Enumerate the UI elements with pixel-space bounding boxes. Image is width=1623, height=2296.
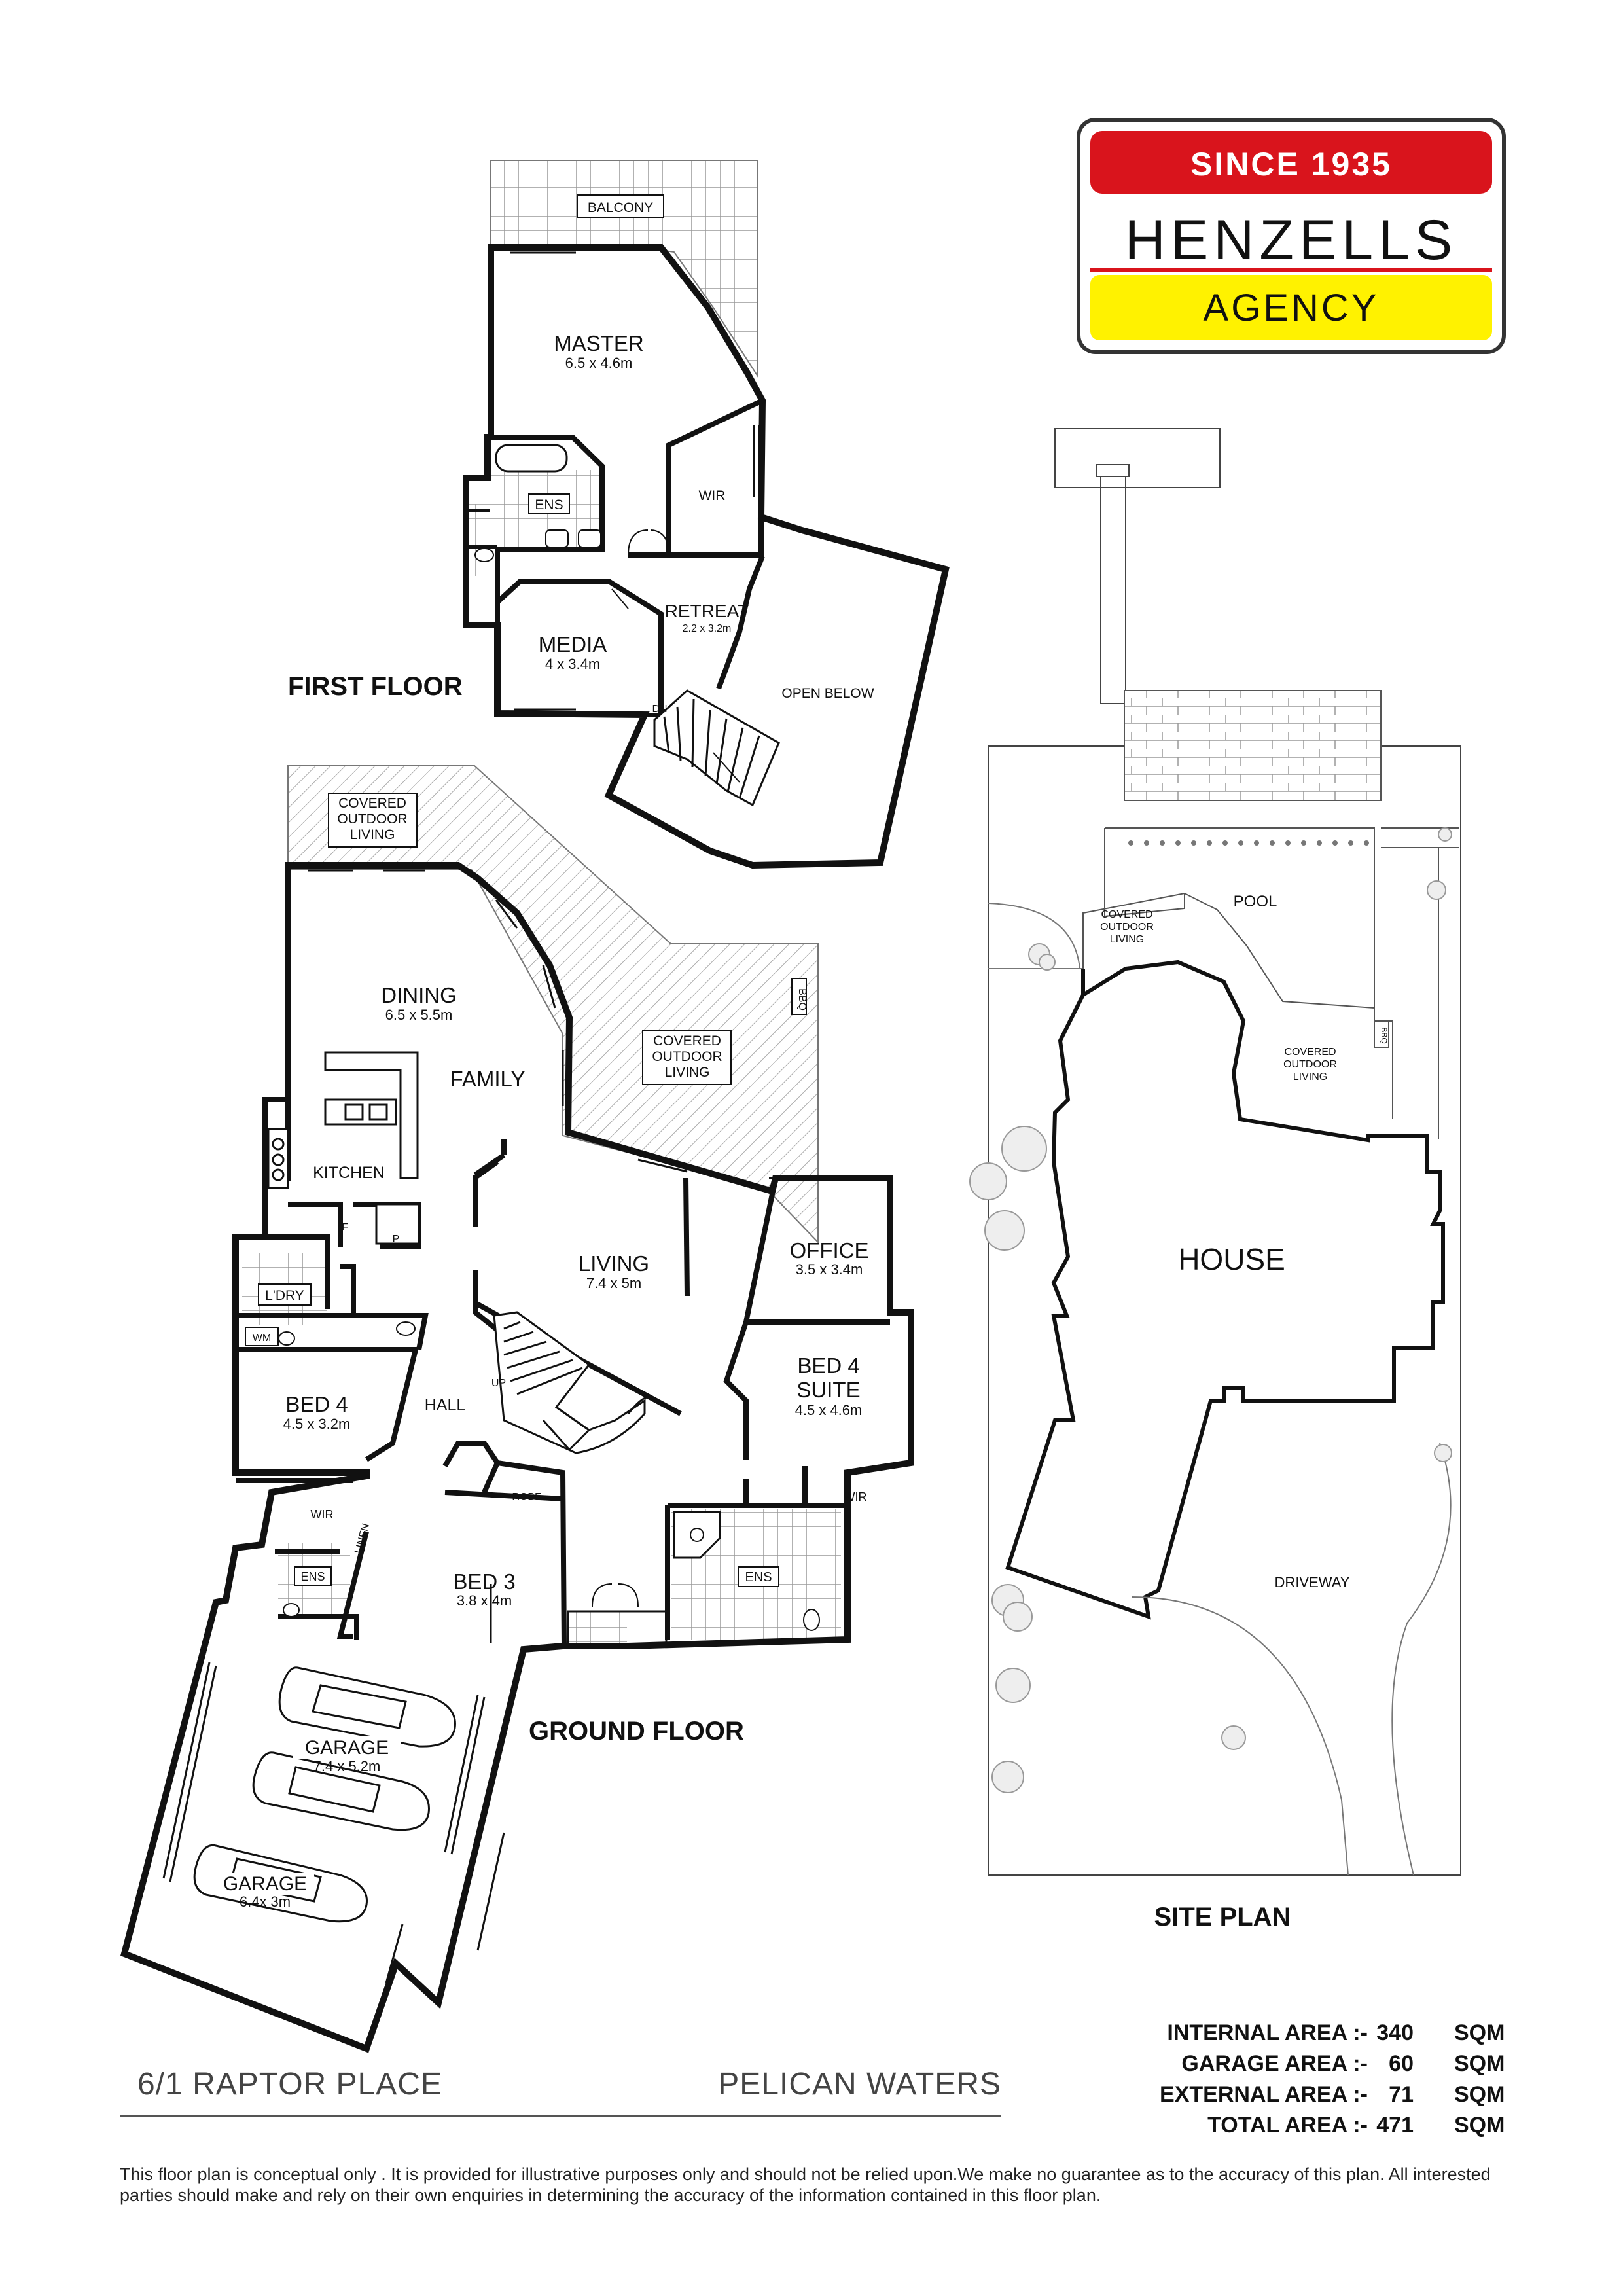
retreat-label: RETREAT xyxy=(665,601,749,621)
kitchen-counter xyxy=(267,1051,420,1245)
family-label: FAMILY xyxy=(450,1067,526,1091)
first-floor-heading: FIRST FLOOR xyxy=(288,672,463,701)
site-covered-label: COVERED xyxy=(1101,909,1152,920)
logo-sub-text: AGENCY xyxy=(1204,287,1380,329)
garage-area-value: 60 xyxy=(1389,2051,1414,2076)
linen-label: LINEN xyxy=(353,1522,372,1555)
wir-2-label: WIR xyxy=(844,1490,867,1503)
site-plan-heading: SITE PLAN xyxy=(1154,1903,1291,1931)
wir-1-label: WIR xyxy=(311,1508,334,1521)
first-stairs-dn-label: DN xyxy=(652,704,667,715)
media-label: MEDIA xyxy=(539,632,607,656)
external-area-unit: SQM xyxy=(1454,2082,1505,2107)
garage-area-label: GARAGE AREA :- xyxy=(1181,2051,1368,2076)
bed4-suite-dimensions: 4.5 x 4.6m xyxy=(795,1402,863,1418)
site-bbq-label: BBQ xyxy=(1380,1027,1389,1043)
living-label: LIVING xyxy=(579,1251,649,1276)
total-area-label: TOTAL AREA :- xyxy=(1207,2113,1368,2138)
site-house-label: HOUSE xyxy=(1178,1242,1285,1276)
disclaimer-text: This floor plan is conceptual only . It … xyxy=(120,2164,1491,2205)
total-area-unit: SQM xyxy=(1454,2113,1505,2138)
logo-since-text: SINCE 1935 xyxy=(1190,146,1392,183)
fridge-label: F xyxy=(342,1222,348,1233)
driveway-outline xyxy=(1132,1443,1452,1876)
balcony-label: BALCONY xyxy=(588,200,653,215)
covered-outdoor-1-label-line3: LIVING xyxy=(350,827,395,842)
media-dimensions: 4 x 3.4m xyxy=(545,656,600,672)
site-covered-label-line2: OUTDOOR xyxy=(1100,922,1154,933)
logo-name-text: HENZELLS xyxy=(1125,209,1458,272)
master-dimensions: 6.5 x 4.6m xyxy=(565,355,633,371)
garage-area-unit: SQM xyxy=(1454,2051,1505,2076)
bbq-label: BBQ xyxy=(796,988,808,1011)
covered-outdoor-1-label: COVERED xyxy=(338,796,406,811)
covered-outdoor-2-label-line3: LIVING xyxy=(665,1065,710,1080)
pantry-label: P xyxy=(393,1234,400,1245)
site-covered-label-line3: LIVING xyxy=(1110,934,1144,945)
logo-yellow-band xyxy=(1090,275,1492,340)
dining-label: DINING xyxy=(381,983,457,1007)
address-suburb: PELICAN WATERS xyxy=(718,2067,1001,2102)
site-covered-2-label-line2: OUTDOOR xyxy=(1283,1059,1337,1070)
bed3-dimensions: 3.8 x 4m xyxy=(457,1592,512,1609)
site-covered-2-label: COVERED xyxy=(1284,1047,1336,1058)
master-label: MASTER xyxy=(554,331,644,355)
first-ensuite-label: ENS xyxy=(535,497,563,512)
site-driveway-label: DRIVEWAY xyxy=(1275,1574,1350,1590)
site-trees xyxy=(969,827,1452,1793)
garage-2-dimensions: 6.4x 3m xyxy=(240,1893,291,1910)
garage-2-label: GARAGE xyxy=(223,1873,307,1895)
site-plan: BBQ POOL COVERED OUTDOOR LIVING COVERED … xyxy=(969,428,1461,1931)
ground-floor-heading: GROUND FLOOR xyxy=(529,1717,744,1746)
internal-area-value: 340 xyxy=(1376,2020,1414,2045)
bed4-label: BED 4 xyxy=(285,1392,348,1416)
office-dimensions: 3.5 x 3.4m xyxy=(796,1261,863,1278)
office-label: OFFICE xyxy=(790,1238,869,1263)
external-area-label: EXTERNAL AREA :- xyxy=(1160,2082,1368,2107)
address-street: 6/1 RAPTOR PLACE xyxy=(137,2067,442,2102)
open-below-label: OPEN BELOW xyxy=(781,686,874,701)
area-summary: INTERNAL AREA :- 340 SQM GARAGE AREA :- … xyxy=(1160,2020,1505,2138)
ground-floor-plan: COVERED OUTDOOR LIVING COVERED OUTDOOR L… xyxy=(120,765,914,2053)
retreat-dimensions: 2.2 x 3.2m xyxy=(683,623,732,634)
garage-1-label: GARAGE xyxy=(305,1737,389,1759)
hall-label: HALL xyxy=(425,1396,466,1414)
address-block: 6/1 RAPTOR PLACE PELICAN WATERS xyxy=(120,2067,1001,2117)
garage-1-dimensions: 7.4 x 5.2m xyxy=(313,1758,381,1774)
covered-outdoor-1-label-line2: OUTDOOR xyxy=(337,812,407,827)
covered-outdoor-2-label-line2: OUTDOOR xyxy=(652,1049,722,1064)
living-dimensions: 7.4 x 5m xyxy=(586,1275,641,1291)
bed3-label: BED 3 xyxy=(453,1570,515,1594)
external-area-value: 71 xyxy=(1389,2082,1414,2107)
laundry-label: L'DRY xyxy=(265,1288,304,1303)
ensuite-2-label: ENS xyxy=(745,1570,772,1585)
covered-outdoor-2-label: COVERED xyxy=(653,1033,721,1049)
site-paving xyxy=(1124,690,1382,801)
agency-logo: SINCE 1935 HENZELLS AGENCY xyxy=(1077,118,1506,354)
bed4-dimensions: 4.5 x 3.2m xyxy=(283,1416,351,1432)
washing-machine-label: WM xyxy=(253,1333,271,1344)
kitchen-label: KITCHEN xyxy=(313,1164,385,1182)
ensuite-1-label: ENS xyxy=(300,1570,325,1583)
site-pool-label: POOL xyxy=(1234,893,1277,910)
logo-red-band xyxy=(1090,131,1492,194)
house-footprint xyxy=(1005,960,1445,1620)
internal-area-label: INTERNAL AREA :- xyxy=(1167,2020,1368,2045)
bed4-suite-label: BED 4 xyxy=(797,1354,859,1378)
first-wir-label: WIR xyxy=(699,488,726,503)
first-floor-stairs xyxy=(653,689,780,807)
site-covered-2-label-line3: LIVING xyxy=(1293,1071,1327,1083)
total-area-value: 471 xyxy=(1376,2113,1414,2138)
first-floor-plan: BALCONY MASTER 6.5 x 4.6m ENS WIR RETREA… xyxy=(288,160,950,869)
internal-area-unit: SQM xyxy=(1454,2020,1505,2045)
dining-dimensions: 6.5 x 5.5m xyxy=(385,1007,453,1023)
bed4-suite-label-line2: SUITE xyxy=(796,1378,860,1402)
ground-stairs-up-label: UP xyxy=(491,1378,506,1389)
robe-label: ROBE xyxy=(512,1492,541,1503)
ground-floor-stairs xyxy=(493,1311,649,1454)
